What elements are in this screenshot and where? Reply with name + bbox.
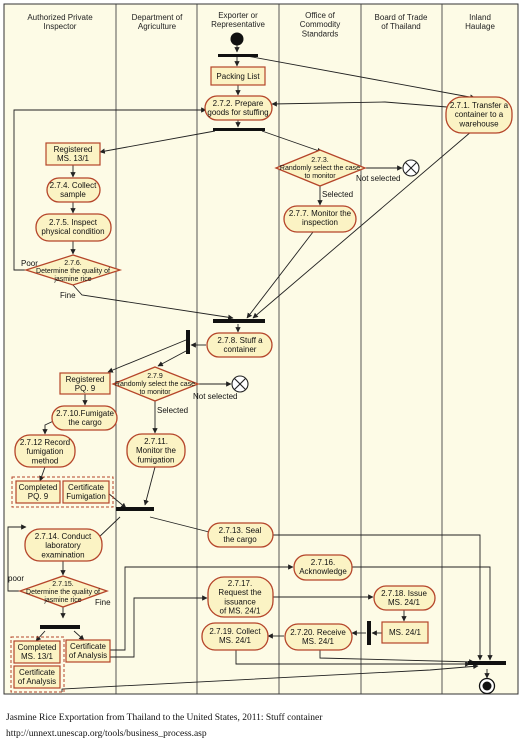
decision-2-7-6 [23, 254, 123, 286]
registered-ms-13-1-object [45, 142, 101, 166]
activity-2-7-2 [204, 95, 273, 121]
decision-2-7-15 [18, 575, 109, 608]
join-bar [213, 319, 265, 323]
document-group [10, 636, 65, 693]
guard-fine: Fine [95, 598, 111, 607]
guard-not-selected: Not selected [356, 174, 400, 183]
flow-final-icon [231, 375, 249, 393]
final-join-bar [468, 661, 506, 665]
ms-24-1-label: MS. 24/1 [389, 628, 422, 637]
activity-2-7-7 [283, 205, 357, 233]
completed-ms-13-1-object [13, 640, 61, 664]
flow-final-icon [402, 159, 420, 177]
figure-source-url: http://unnext.unescap.org/tools/business… [6, 729, 207, 739]
fork-bar [218, 54, 258, 57]
ms-24-1-object [381, 621, 429, 644]
activity-2-7-14 [24, 528, 103, 562]
packing-list-label: Packing List [216, 72, 260, 81]
activity-2-7-20 [284, 623, 353, 651]
activity-2-7-19 [201, 622, 269, 651]
activity-2-7-8 [206, 332, 273, 358]
guard-selected: Selected [322, 190, 353, 199]
activity-2-7-4 [46, 177, 101, 203]
guard-fine: Fine [60, 291, 76, 300]
fork-bar [40, 625, 80, 629]
activity-2-7-5 [35, 213, 112, 242]
packing-list-object [210, 66, 266, 86]
guard-not-selected: Not selected [193, 392, 237, 401]
registered-pq-9-object [59, 372, 111, 395]
end-node-core [482, 681, 492, 691]
certificate-of-analysis-object [65, 639, 111, 663]
join-bar [367, 621, 371, 645]
guard-selected: Selected [157, 406, 188, 415]
guard-poor: Poor [21, 259, 38, 268]
figure-caption: Jasmine Rice Exportation from Thailand t… [6, 712, 323, 723]
activity-2-7-1 [445, 96, 513, 134]
activity-2-7-11 [126, 433, 186, 468]
activity-2-7-17 [207, 576, 274, 618]
certificate-fumigation-object [62, 480, 110, 504]
fork-bar [186, 330, 190, 354]
start-node [230, 32, 244, 46]
decision-2-7-3 [274, 149, 367, 187]
activity-2-7-13 [207, 522, 274, 548]
fork-bar [213, 128, 265, 131]
activity-2-7-10 [51, 405, 118, 431]
certificate-of-analysis-object [13, 665, 61, 689]
join-bar [116, 507, 154, 511]
document-group [11, 476, 114, 508]
guard-poor: poor [8, 574, 24, 583]
activity-2-7-16-label: 2.7.16.Acknowledge [299, 558, 347, 576]
completed-pq-9-object [15, 480, 61, 504]
activity-2-7-18 [373, 585, 436, 611]
activity-2-7-12 [14, 434, 76, 468]
activity-2-7-16 [293, 554, 353, 581]
decision-2-7-9 [111, 366, 200, 402]
